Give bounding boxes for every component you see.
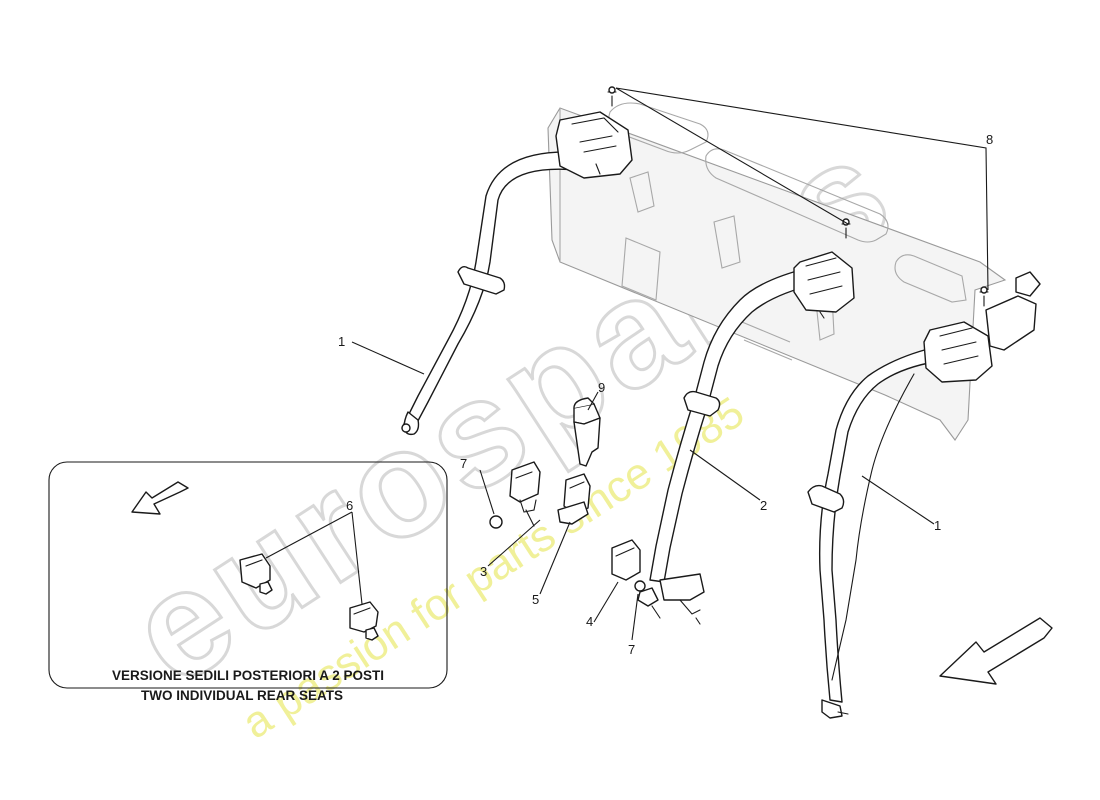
callout-7-lower: 7: [628, 642, 635, 657]
seat-back-panel: [547, 102, 1007, 441]
callouts: 1 1 2 3 4 5 7 7 8 9: [338, 132, 993, 657]
callout-1-left: 1: [338, 334, 345, 349]
inset-two-seats: 6 VERSIONE SEDILI POSTERIORI A 2 POSTI T…: [48, 461, 448, 703]
inset-title-italian: VERSIONE SEDILI POSTERIORI A 2 POSTI: [112, 668, 384, 683]
direction-arrow-main: [939, 617, 1053, 685]
inset-buckle-upper: [239, 553, 273, 595]
inset-frame: [48, 461, 448, 689]
inset-buckle-lower: [349, 601, 379, 641]
leader-lines: [351, 87, 989, 641]
seat-belt-center: [649, 267, 817, 625]
seat-belt-right: [807, 345, 947, 719]
callout-7-upper: 7: [460, 456, 467, 471]
buckle-4: [611, 539, 661, 619]
callout-6: 6: [346, 498, 353, 513]
seat-belt-left: [401, 151, 579, 436]
callout-3: 3: [480, 564, 487, 579]
buckle-5: [557, 473, 591, 525]
callout-8: 8: [986, 132, 993, 147]
buckle-3: [509, 461, 541, 527]
inset-title-english: TWO INDIVIDUAL REAR SEATS: [141, 688, 343, 703]
inset-direction-arrow: [131, 481, 189, 515]
callout-2: 2: [760, 498, 767, 513]
callout-5: 5: [532, 592, 539, 607]
retractor-left: [555, 111, 633, 179]
retractor-right: [923, 271, 1041, 383]
callout-9: 9: [598, 380, 605, 395]
callout-4: 4: [586, 614, 593, 629]
washers: [489, 515, 646, 592]
retractor-center: [793, 251, 855, 319]
callout-1-right: 1: [934, 518, 941, 533]
buckle-cover: [573, 397, 601, 467]
